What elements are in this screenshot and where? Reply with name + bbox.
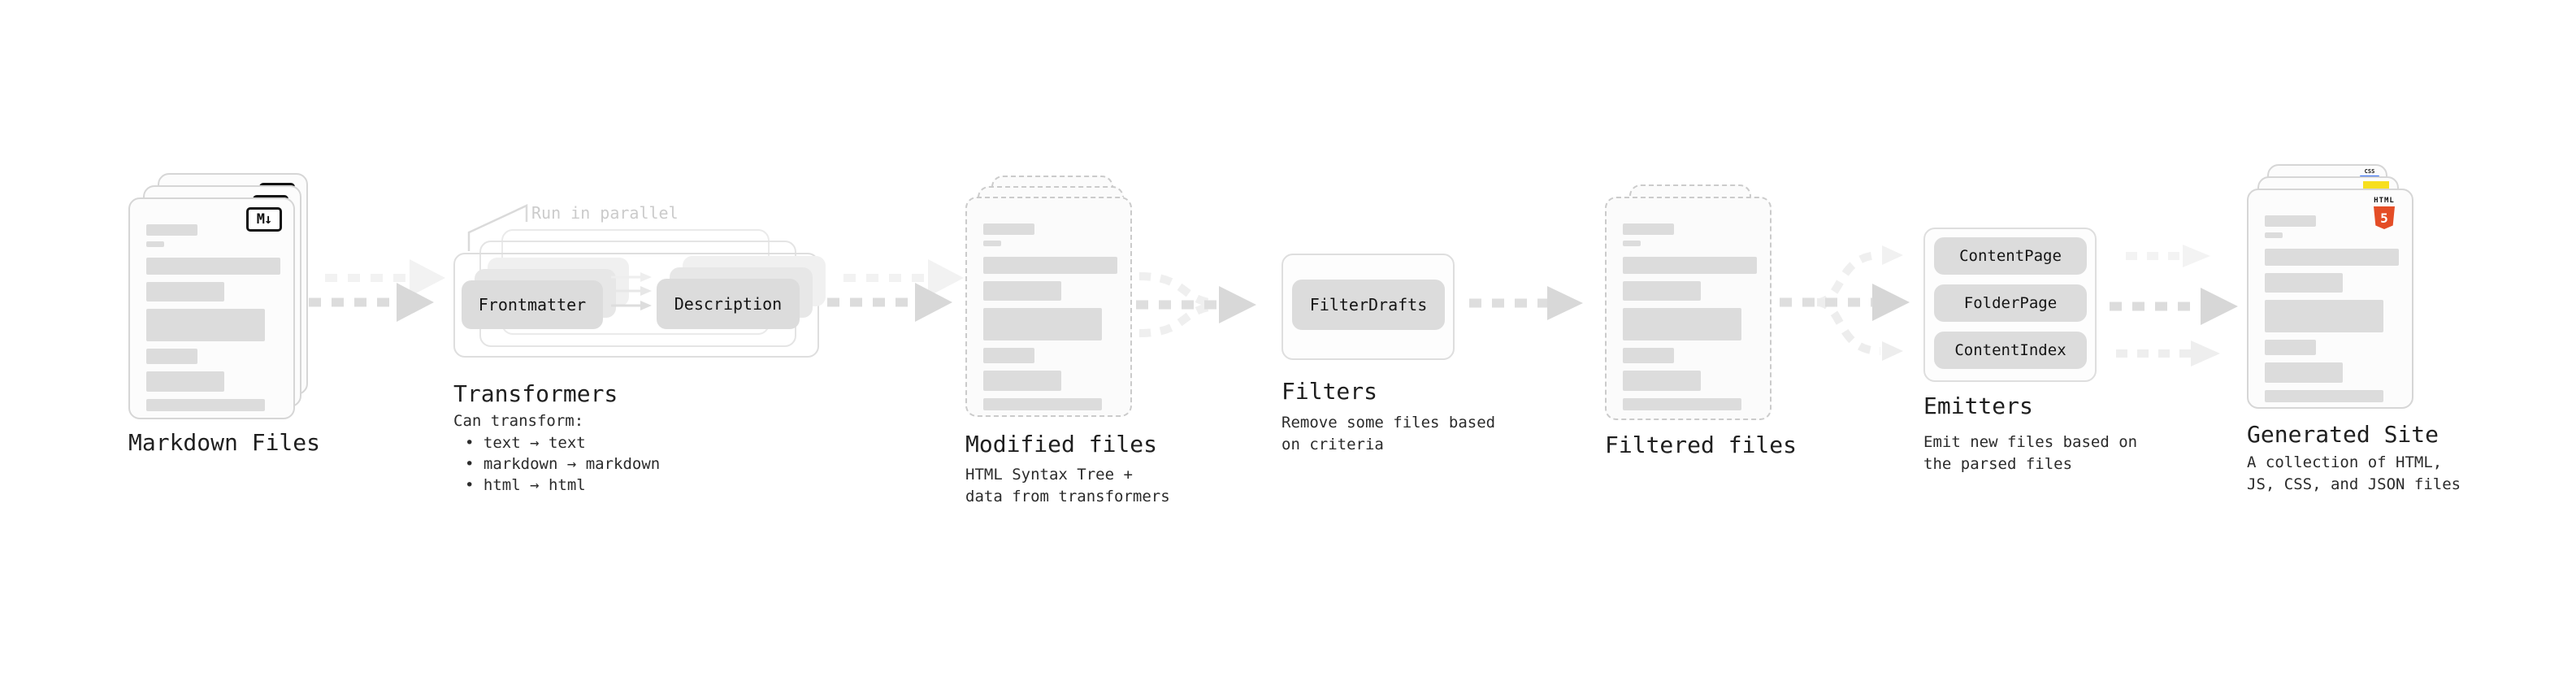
merge-arrow-icon	[1136, 272, 1256, 337]
doc-line	[146, 309, 265, 341]
dashed-arrow-icon	[1469, 286, 1583, 320]
css-icon-label: CSS	[2364, 168, 2375, 175]
transform-bullet: • html → html	[465, 476, 586, 494]
doc-line	[1623, 241, 1641, 246]
doc-placeholder-lines	[146, 224, 280, 411]
stage-desc: HTML Syntax Tree +	[965, 466, 1133, 484]
doc-line	[983, 371, 1061, 391]
doc-placeholder-lines	[1623, 223, 1757, 410]
html5-icon: HTML 5	[2368, 197, 2400, 229]
filtered-file-card-front	[1605, 197, 1772, 420]
doc-line	[983, 398, 1102, 410]
doc-line	[146, 371, 224, 392]
stage-title-filters: Filters	[1281, 378, 1378, 405]
stage-title-modified: Modified files	[965, 431, 1158, 458]
doc-line	[146, 224, 197, 236]
triple-arrow-icon	[2110, 245, 2238, 367]
doc-placeholder-lines	[2265, 215, 2399, 402]
filterdrafts-step: FilterDrafts	[1292, 280, 1445, 330]
doc-line	[1623, 371, 1701, 391]
doc-line	[2265, 215, 2316, 227]
doc-line	[146, 258, 280, 275]
doc-line	[983, 223, 1034, 235]
stage-desc-heading: Can transform:	[453, 412, 584, 430]
doc-line	[983, 241, 1001, 246]
doc-line	[1623, 281, 1701, 301]
doc-line	[2265, 273, 2343, 293]
modified-file-card-front	[965, 197, 1132, 417]
doc-line	[1623, 398, 1741, 410]
doc-line	[2265, 340, 2316, 355]
doc-line	[983, 257, 1117, 274]
description-step: Description	[657, 279, 800, 329]
stage-title-transformers: Transformers	[453, 380, 618, 407]
html5-icon-shield: 5	[2374, 206, 2395, 229]
markdown-icon: M↓	[246, 207, 282, 232]
stage-desc: data from transformers	[965, 488, 1170, 505]
stage-desc: on criteria	[1281, 436, 1384, 453]
run-in-parallel-note: Run in parallel	[531, 203, 679, 223]
contentindex-step: ContentIndex	[1934, 332, 2087, 369]
dashed-arrow-icon	[309, 259, 445, 322]
folderpage-step: FolderPage	[1934, 284, 2087, 322]
doc-line	[146, 349, 197, 364]
stage-title-markdown: Markdown Files	[128, 429, 321, 456]
doc-line	[2265, 232, 2283, 238]
contentpage-step: ContentPage	[1934, 237, 2087, 275]
doc-line	[2265, 362, 2343, 383]
stage-desc: JS, CSS, and JSON files	[2247, 475, 2461, 493]
doc-line	[146, 282, 224, 301]
doc-line	[2265, 300, 2383, 332]
stage-title-emitters: Emitters	[1923, 393, 2033, 419]
split-arrow-icon	[1780, 245, 1910, 361]
stage-title-generated: Generated Site	[2247, 421, 2439, 448]
markdown-file-card-front: M↓	[128, 197, 295, 419]
doc-line	[1623, 348, 1674, 363]
doc-placeholder-lines	[983, 223, 1117, 410]
dashed-arrow-icon	[827, 259, 964, 322]
transform-bullet: • text → text	[465, 434, 586, 452]
doc-line	[983, 308, 1102, 340]
doc-line	[146, 399, 265, 411]
html5-icon-number: 5	[2380, 210, 2388, 226]
callout-leader-line	[467, 204, 528, 251]
doc-line	[146, 241, 164, 247]
stage-desc: Remove some files based	[1281, 414, 1496, 432]
doc-line	[983, 281, 1061, 301]
generated-file-card-front: HTML 5	[2247, 189, 2413, 409]
stage-desc: A collection of HTML,	[2247, 453, 2443, 471]
parallel-arrows-icon	[611, 272, 652, 310]
doc-line	[1623, 308, 1741, 340]
doc-line	[1623, 257, 1757, 274]
doc-line	[2265, 390, 2383, 402]
stage-desc: the parsed files	[1923, 455, 2073, 473]
frontmatter-step: Frontmatter	[462, 280, 603, 329]
stage-title-filtered: Filtered files	[1605, 432, 1798, 458]
transform-bullet: • markdown → markdown	[465, 455, 661, 473]
stage-desc: Emit new files based on	[1923, 433, 2138, 451]
doc-line	[1623, 223, 1674, 235]
html5-icon-label: HTML	[2374, 197, 2395, 205]
doc-line	[983, 348, 1034, 363]
doc-line	[2265, 249, 2399, 266]
